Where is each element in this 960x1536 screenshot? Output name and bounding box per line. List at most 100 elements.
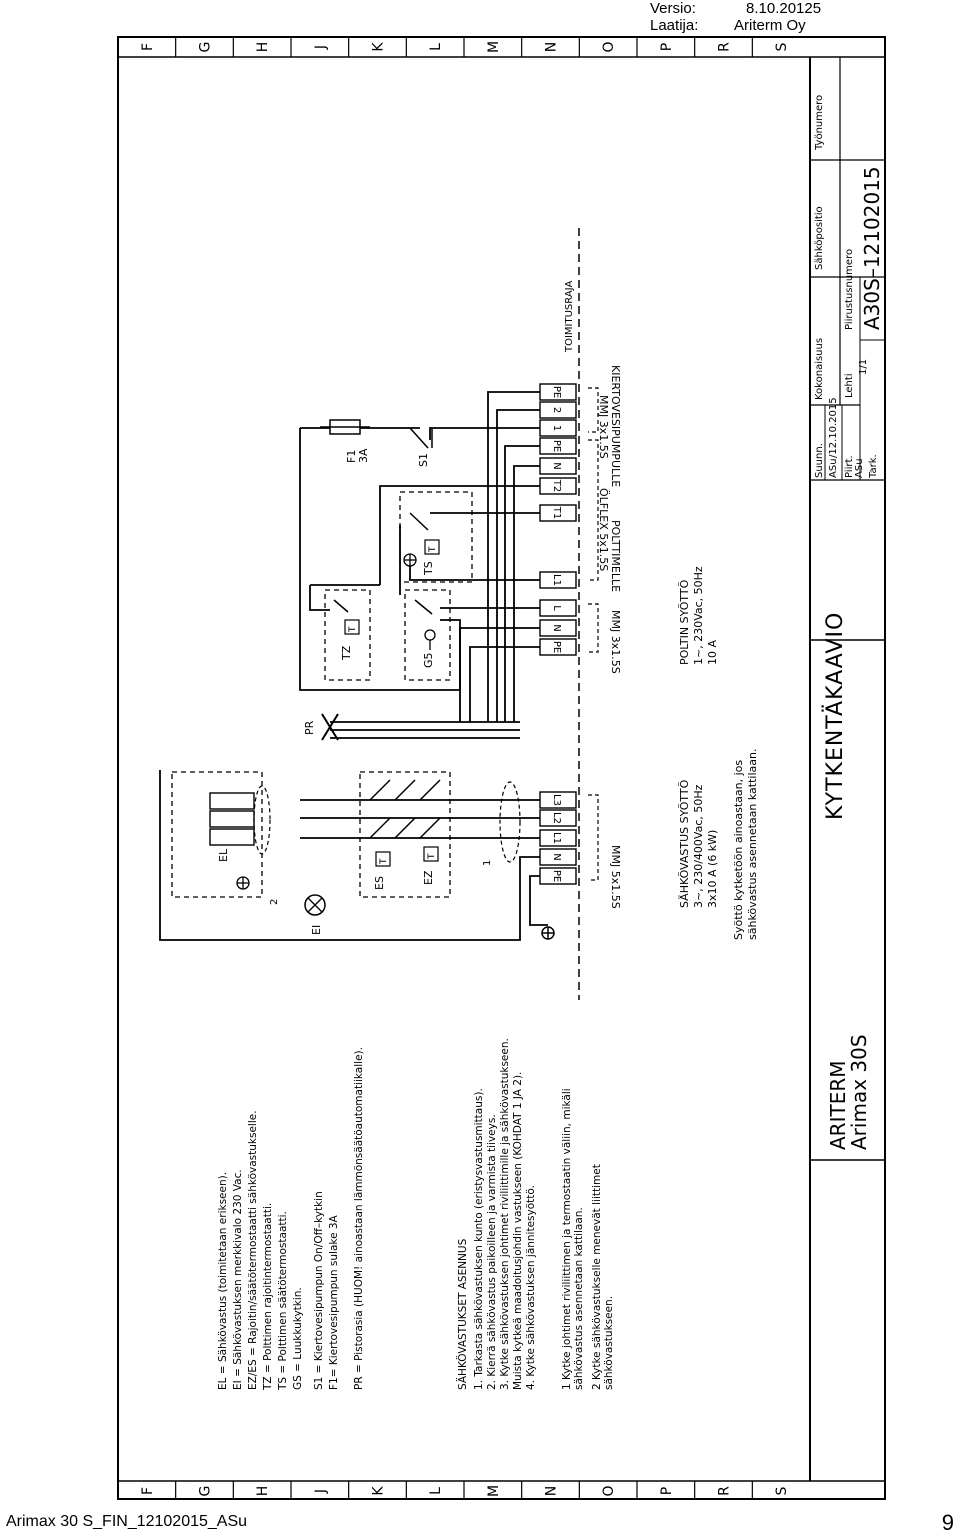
burner-cable-label: MMJ 3x1.5S [609, 610, 622, 674]
terminal-label: L2 [551, 812, 562, 824]
terminal-label: 2 [551, 407, 562, 413]
installation-note: 1 Kytke johtimet riviliittimen ja termos… [561, 1088, 573, 1390]
page-number: 9 [941, 1510, 954, 1535]
grid-label-top: G [198, 42, 214, 53]
installation-step: Muista kytkeä maadoitusjohdin vastukseen… [512, 1072, 524, 1390]
legend-line: GS = Luukkukytkin. [292, 1287, 304, 1390]
ei-label: EI [310, 925, 323, 935]
terminal-label: L1 [551, 832, 562, 844]
sheet-value: 1/1 [858, 359, 869, 375]
grid-label-bottom: F [140, 1487, 156, 1495]
ez-label: EZ [422, 870, 435, 885]
sheet-label: Lehti [844, 373, 855, 398]
terminal-label: N [551, 624, 562, 631]
legend-line: F1= Kiertovesipumpun sulake 3A [328, 1214, 340, 1390]
installation-step: 3. Kytke sähkövastuksen johtimet rivilii… [499, 1038, 511, 1390]
terminal-label: 1 [551, 425, 562, 431]
terminal-label: L1 [551, 574, 562, 586]
ei-indicator-lamp [304, 894, 326, 916]
tz-thermostat [324, 589, 371, 681]
checked-label: Tark. [868, 454, 879, 479]
tz-label: TZ [340, 645, 353, 661]
ez-t-label: T [427, 853, 437, 860]
es-t-label: T [379, 858, 389, 865]
installation-note: 2 Kytke sähkövastukselle menevät liittim… [591, 1164, 603, 1390]
heater-cable-label: MMJ 5x1.5S [609, 845, 622, 909]
burner-supply-current: 10 A [706, 640, 719, 665]
legend-line: TS = Polttimen säätötermostaatti. [277, 1211, 289, 1391]
component-legend: EL = Sähkövastus (toimitetaan erikseen).… [217, 1047, 365, 1391]
title-block [810, 57, 885, 1161]
switch-s1 [409, 427, 433, 449]
author-value: Ariterm Oy [734, 17, 806, 34]
el-label: EL [217, 848, 230, 862]
terminal-label: N [551, 462, 562, 469]
grid-label-bottom: M [486, 1485, 502, 1497]
grid-label-bottom: N [544, 1486, 560, 1496]
legend-line: EI = Sähkövastuksen merkkivalo 230 Vac. [232, 1169, 244, 1390]
terminal-label: PE [551, 641, 562, 653]
ts-label: TS [422, 561, 435, 576]
heater-supply-note-1: Syöttö kytketöön ainoastaan, jos [732, 760, 745, 940]
pump-cable-label: MMJ 3x1.5S [597, 395, 610, 459]
grid-label-bottom: K [371, 1486, 387, 1496]
designed-by: ASu [828, 458, 839, 478]
installation-title: SÄHKÖVASTUKSET ASENNUS [456, 1238, 469, 1390]
electrical-position-label: Sähköpositio [814, 206, 825, 270]
legend-line: TZ = Polttimen rajoitintermostaatti. [262, 1203, 274, 1391]
drawing-number-label: Piirustusnumero [844, 249, 855, 330]
grid-label-top: J [313, 45, 329, 50]
gs-label: G5 [422, 652, 435, 668]
legend-line: PR = Pistorasia (HUOM! ainoastaan lämmön… [353, 1047, 365, 1390]
installation-step: 1. Tarkasta sähkövastuksen kunto (eristy… [473, 1088, 485, 1390]
company-name: ARITERM [826, 1061, 850, 1150]
version-label: Versio: [650, 0, 696, 17]
entity-label: Kokonaisuus [814, 338, 825, 400]
drawing-title: KYTKENTÄKAAVIO [822, 612, 848, 820]
grid-label-top: R [717, 42, 733, 52]
ts-thermostat [399, 491, 473, 583]
product-name: Arimax 30S [847, 1034, 871, 1150]
drawn-by: ASu [854, 458, 865, 478]
legend-line: EZ/ES = Rajoitin/säätötermostaatti sähkö… [247, 1110, 259, 1390]
grid-label-top: F [140, 43, 156, 51]
grid-label-bottom: L [428, 1487, 444, 1495]
tz-t-label: T [348, 626, 358, 633]
legend-line: S1 = Kiertovesipumpun On/Off–kytkin [313, 1191, 325, 1390]
grid-label-bottom: R [717, 1486, 733, 1496]
work-number-label: Työnumero [814, 95, 825, 151]
terminal-label: PE [551, 440, 562, 452]
grid-label-top: H [255, 42, 271, 53]
heater-supply-note-2: sähkövastus asennetaan kattilaan. [746, 749, 759, 940]
es-ez-thermostat [359, 771, 521, 898]
heater-supply-title: SÄHKÖVASTUS SYÖTTÖ [678, 779, 691, 908]
ts-t-label: T [428, 546, 438, 553]
grid-reference-ticks [175, 37, 753, 1499]
grid-label-bottom: O [601, 1485, 617, 1496]
f1-rating-label: 3A [357, 448, 370, 463]
delivery-limit-label: TOIMITUSRAJA [564, 281, 575, 353]
note1-marker: 1 [482, 860, 493, 866]
terminal-label: L [551, 605, 562, 611]
burner-supply-title: POLTIN SYÖTTÖ [678, 579, 691, 665]
drawing-frame [117, 36, 886, 1500]
grid-label-bottom: G [198, 1486, 214, 1497]
grid-label-top: P [659, 43, 675, 51]
grid-label-top: N [544, 42, 560, 52]
grid-label-top: K [371, 42, 387, 52]
terminal-label: L3 [551, 794, 562, 806]
wiring [159, 391, 548, 941]
cable-brackets [588, 387, 599, 881]
drawn-label: Piirt. [844, 455, 855, 478]
heater-supply-voltage: 3~, 230/400Vac, 50Hz [692, 784, 705, 908]
grid-label-bottom: J [313, 1489, 329, 1494]
heater-supply-info: SÄHKÖVASTUS SYÖTTÖ 3~, 230/400Vac, 50Hz … [678, 749, 759, 940]
burner-supply-voltage: 1~, 230Vac, 50Hz [692, 566, 705, 665]
f1-label: F1 [345, 450, 358, 463]
author-label: Laatija: [650, 17, 699, 34]
pr-label: PR [303, 720, 316, 735]
